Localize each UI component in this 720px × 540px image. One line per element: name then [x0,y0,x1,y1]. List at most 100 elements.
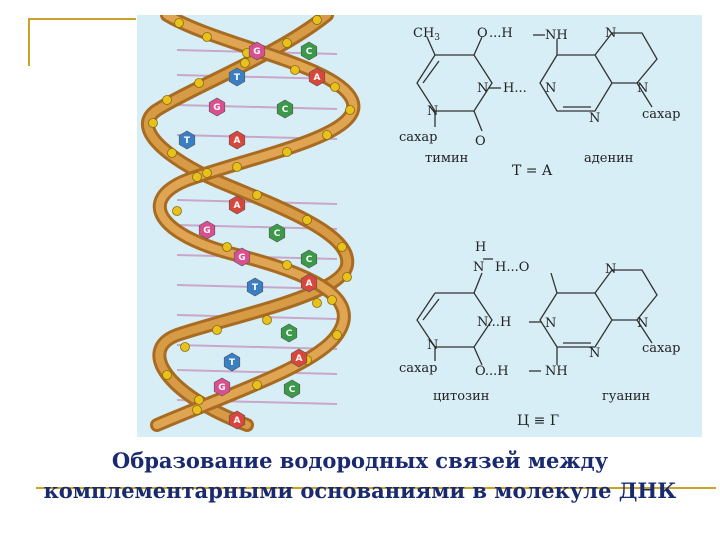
phosphate-dot [252,380,262,390]
thymine-o-top: O [477,26,488,41]
thymine-double-bond [422,60,440,84]
phosphate-dot [202,168,212,178]
thymine-ch3: CH3 [413,26,440,43]
phosphate-dot [302,215,312,225]
base-c: C [268,223,286,243]
thymine-name: тимин [425,151,468,166]
pair-t-a: T = A [512,163,553,179]
caption-line-2: комплементарными основаниями в молекуле … [43,478,677,503]
guanine-n-top: N [605,262,616,277]
thymine-n-bottom: N [427,104,438,119]
base-hexagon [228,410,246,430]
cytosine-o-bond [473,346,483,366]
adenine-n-ring: N [545,81,556,96]
base-letter: T [184,136,191,146]
base-letter: G [213,103,220,113]
phosphate-dot [262,315,272,325]
phosphate-dot [172,206,182,216]
cytosine-h-top: H [475,240,486,255]
base-letter: G [218,383,225,393]
base-t: T [246,277,264,297]
base-letter: G [253,47,260,57]
caption: Образование водородных связей между комп… [0,446,720,506]
phosphate-dot [330,82,340,92]
phosphate-dot [194,395,204,405]
phosphate-dot [192,172,202,182]
frame-line-bottom [36,487,716,489]
base-letter: C [282,105,289,115]
phosphate-dot [192,405,202,415]
base-hexagon [246,277,264,297]
guanine-n-right: N [637,316,648,331]
base-a: A [228,130,246,150]
guanine-n-mid: N [545,316,556,331]
helix-strand-back-highlight [144,15,352,429]
base-hexagon [228,67,246,87]
phosphate-dot [290,65,300,75]
phosphate-dot [232,162,242,172]
phosphate-dot [332,330,342,340]
guanine-sugar-bond [636,319,653,344]
cytosine-h-dots: H...O [495,260,529,275]
base-hexagon [178,130,196,150]
phosphate-dot [322,130,332,140]
frame-line-top [28,18,136,20]
phosphate-dot [337,242,347,252]
base-pair-rung [176,344,338,350]
phosphate-dot [202,32,212,42]
cytosine-double-bond [422,298,440,321]
thymine-adenine-structure [416,32,658,132]
base-hexagon [223,352,241,372]
thymine-n-h: N [477,81,488,96]
cytosine-name: цитозин [433,389,489,404]
phosphate-dot [194,78,204,88]
phosphate-dot [282,38,292,48]
base-hexagon [300,273,318,293]
cytosine-n-ring: N...H [477,315,511,330]
base-a: A [290,348,308,368]
adenine-n-bottom: N [589,111,600,126]
adenine-ring-right [594,32,658,84]
phosphate-dot [345,105,355,115]
base-hexagon [213,377,231,397]
guanine-ring-right [594,269,658,321]
cytosine-n-bond [473,272,483,294]
base-letter: G [238,253,245,263]
phosphate-dot [212,325,222,335]
base-letter: C [306,47,313,57]
cytosine-o-bottom: O...H [475,364,509,379]
phosphate-dot [282,147,292,157]
adenine-n-right: N [637,81,648,96]
base-letter: A [296,354,303,364]
base-g: G [198,220,216,240]
adenine-nh: NH [545,28,568,43]
base-hexagon [290,348,308,368]
thymine-h-bond-1: ...H [489,26,513,41]
phosphate-dot [180,342,190,352]
base-a: A [308,67,326,87]
guanine-sugar: сахар [642,341,680,356]
phosphate-dot [240,58,250,68]
guanine-name: гуанин [602,389,650,404]
base-hexagon [228,130,246,150]
phosphate-dot [342,272,352,282]
base-a: A [228,410,246,430]
phosphate-dot [174,18,184,28]
phosphate-dot [167,148,177,158]
base-hexagon [208,97,226,117]
phosphate-dot [282,260,292,270]
base-hexagon [308,67,326,87]
adenine-n-top: N [605,26,616,41]
caption-line-1: Образование водородных связей между [111,448,609,473]
thymine-o-bond-top [473,36,483,56]
base-t: T [223,352,241,372]
base-letter: A [306,279,313,289]
cytosine-n-bottom: N [427,338,438,353]
base-letter: T [252,283,259,293]
base-letter: T [234,73,241,83]
base-hexagon [233,247,251,267]
frame-line-left [28,18,30,66]
